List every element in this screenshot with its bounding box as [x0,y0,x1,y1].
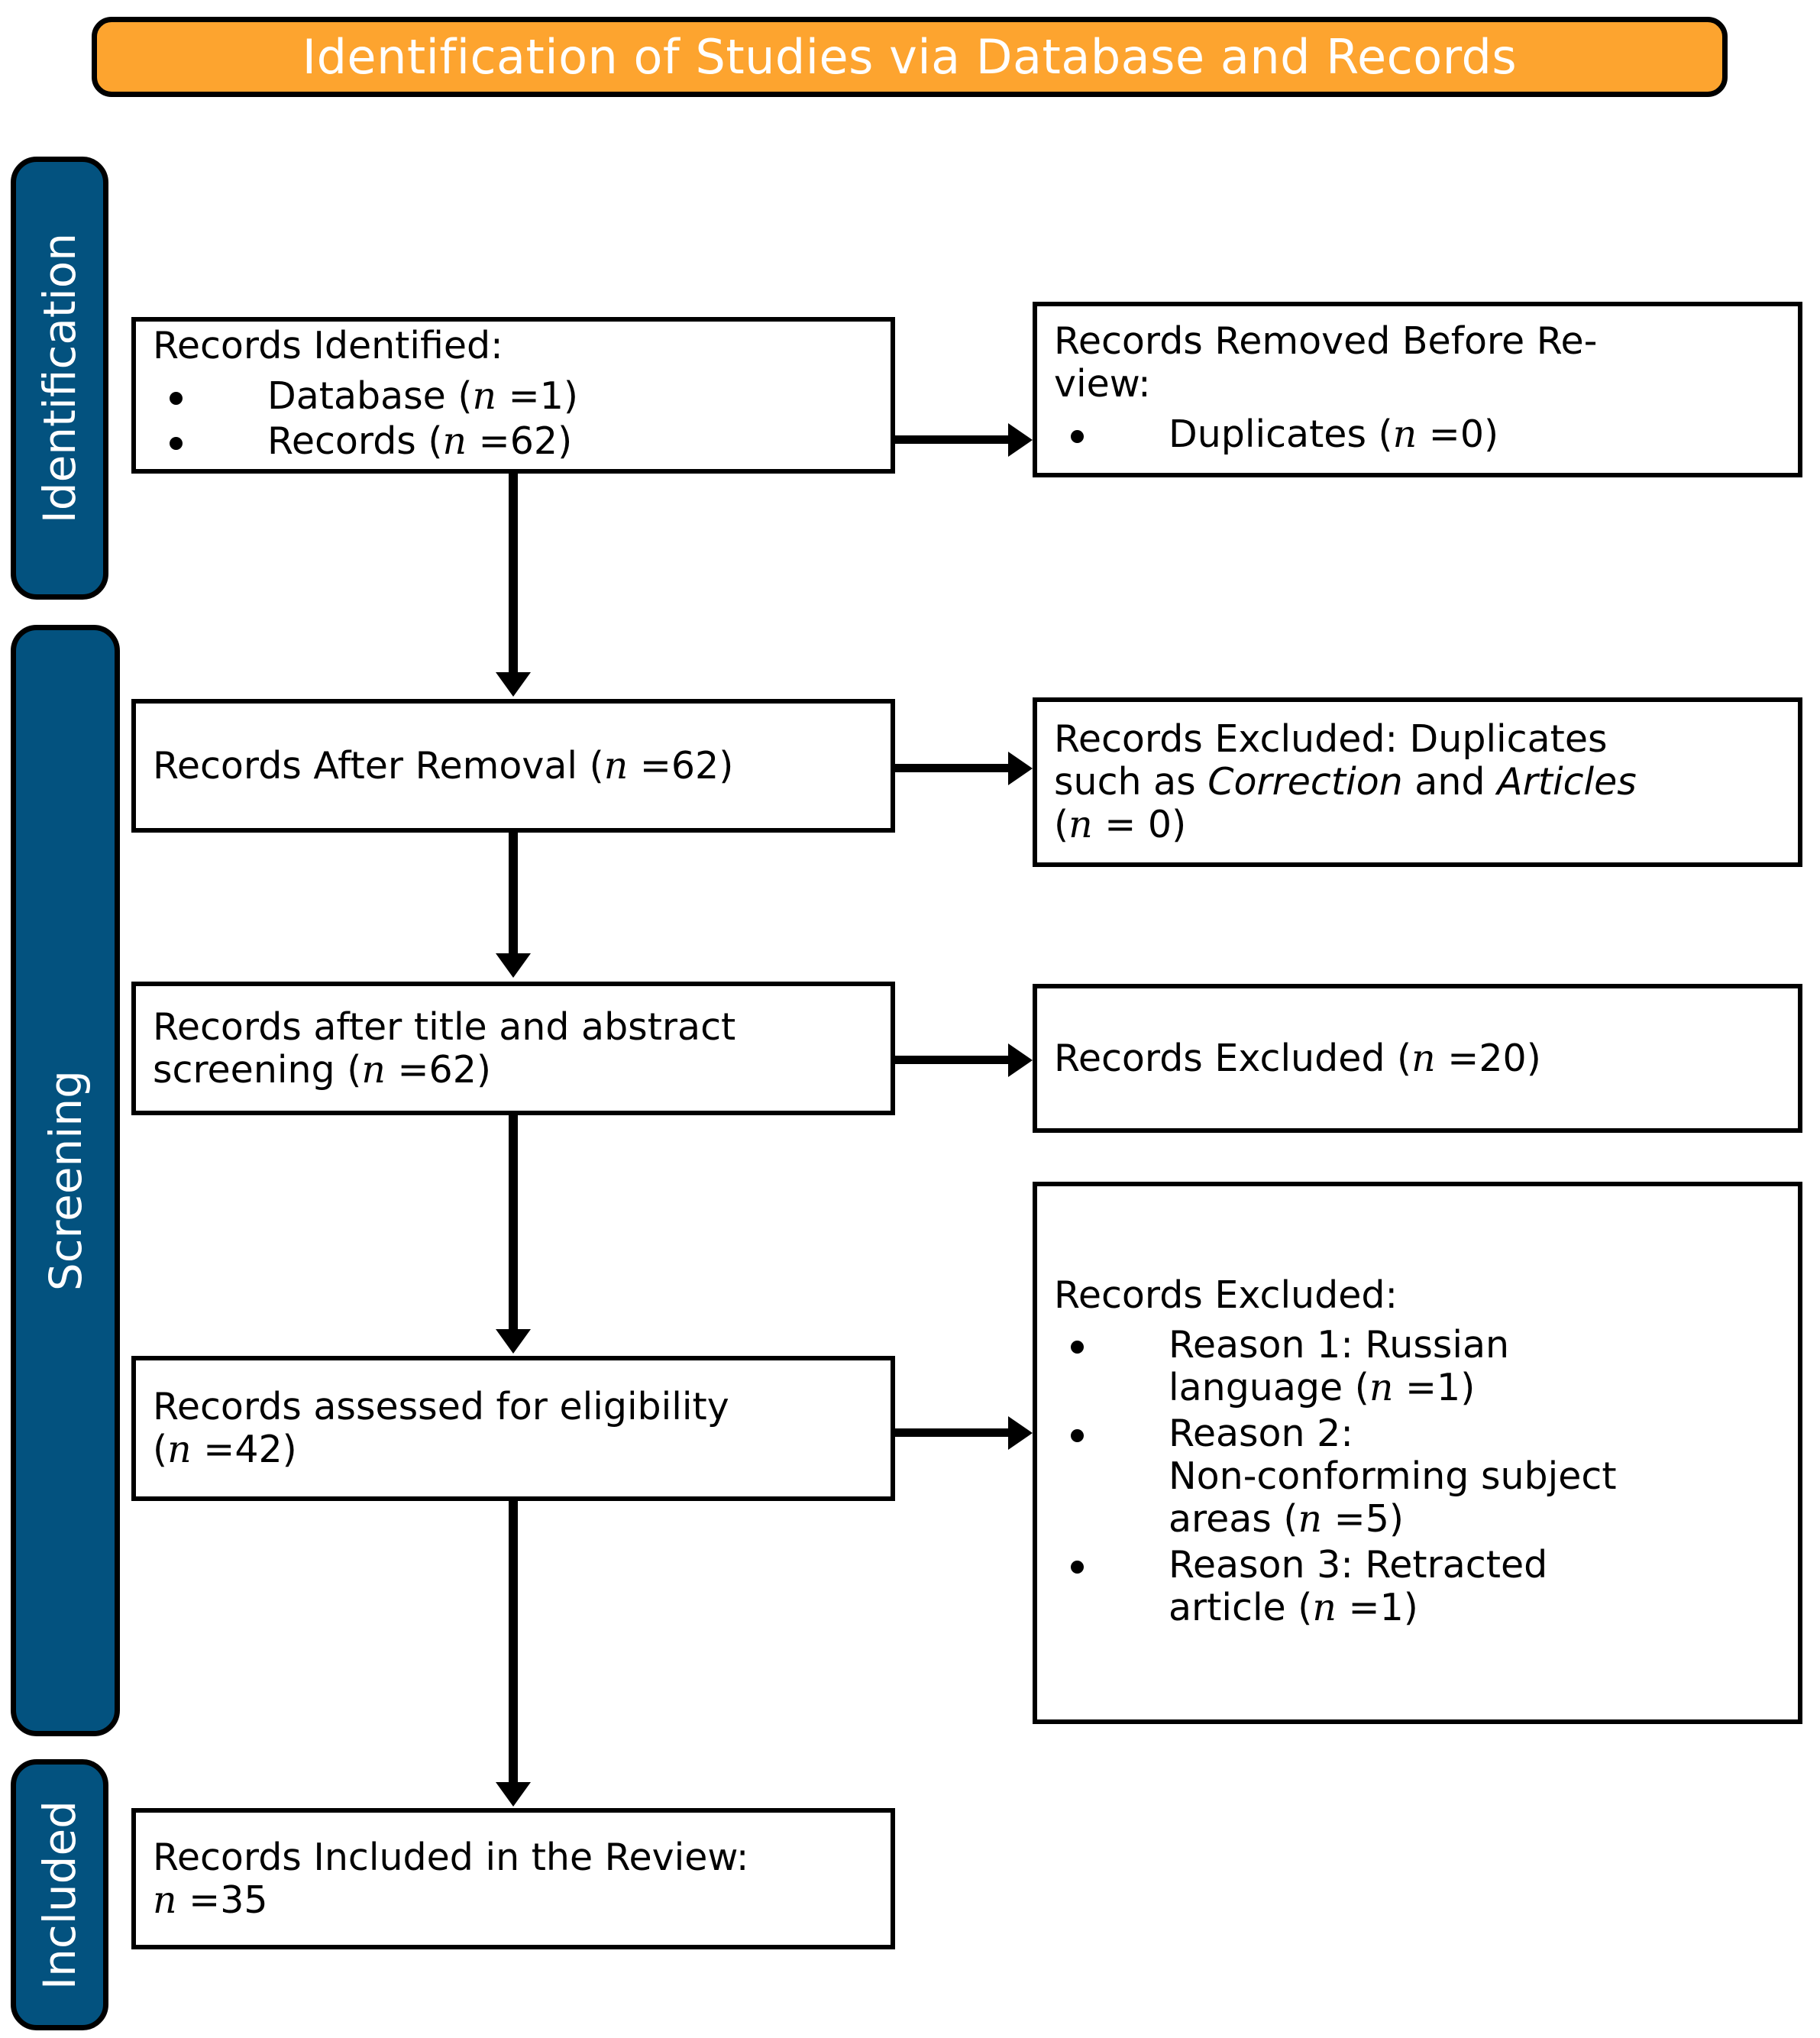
included-line1: Records Included in the Review: [153,1835,749,1879]
page-title: Identification of Studies via Database a… [302,29,1518,85]
reason2-line3: areas (n =5) [1169,1496,1404,1541]
records-removed-line1: Records Removed Before Re- [1054,319,1598,364]
reason1-line1: Reason 1: Russian [1169,1323,1510,1367]
reason2-line1: Reason 2: [1169,1412,1353,1456]
eligibility-line2: (n =42) [153,1428,297,1471]
arrow-title-abstract-to-excluded-20 [895,1056,1010,1064]
box-records-excluded-reasons: Records Excluded: Reason 1: Russian lang… [1033,1182,1802,1724]
list-item: Reason 3: Retracted article (n =1) [1054,1542,1781,1629]
arrow-eligibility-to-included [509,1501,518,1784]
records-removed-bullets: Duplicates (n =0) [1054,412,1781,459]
arrow-after-removal-to-excluded-duplicates [895,764,1010,772]
excluded-reasons-bullets: Reason 1: Russian language (n =1) Reason… [1054,1324,1781,1632]
arrow-identified-to-removed-before [895,435,1010,444]
stage-label-screening: Screening [11,625,120,1736]
title-abstract-line2: screening (n =62) [153,1047,492,1092]
excl-dup-italic-articles: Articles [1497,760,1637,804]
reason2-line2: Non-conforming subject [1169,1454,1617,1498]
list-item: Reason 1: Russian language (n =1) [1054,1324,1781,1409]
arrow-eligibility-to-excluded-reasons [895,1428,1010,1437]
excluded-duplicates-line3: (n = 0) [1054,802,1187,846]
reason1-line2: language (n =1) [1169,1366,1476,1410]
excl-dup-l2b: and [1402,760,1498,804]
box-records-removed-before-review: Records Removed Before Re- view: Duplica… [1033,302,1802,477]
stage-label-identification: Identification [11,157,108,600]
box-records-after-removal: Records After Removal (n =62) [131,699,895,833]
box-records-after-title-abstract-screening: Records after title and abstract screeni… [131,982,895,1115]
records-identified-title: Records Identified: [153,323,503,367]
list-item: Reason 2: Non-conforming subject areas (… [1054,1412,1781,1541]
stage-screening-text: Screening [39,1069,92,1292]
excluded-20-text: Records Excluded (n =20) [1054,1036,1541,1080]
header-banner: Identification of Studies via Database a… [92,17,1728,97]
excl-dup-l2a: such as [1054,760,1208,804]
arrow-identified-to-after-removal [509,474,518,674]
stage-included-text: Included [34,1800,86,1990]
title-abstract-line1: Records after title and abstract [153,1004,736,1049]
records-after-removal-text: Records After Removal (n =62) [153,743,734,788]
arrow-after-removal-to-title-abstract [509,833,518,955]
reason3-line2: article (n =1) [1169,1585,1418,1629]
box-records-identified: Records Identified: Database (n =1) Reco… [131,317,895,474]
excluded-duplicates-line1: Records Excluded: Duplicates [1054,717,1608,762]
excl-dup-italic-correction: Correction [1207,760,1403,804]
list-item: Records (n =62) [153,420,874,463]
list-item: Database (n =1) [153,374,874,418]
box-records-excluded-duplicates: Records Excluded: Duplicates such as Cor… [1033,697,1802,867]
reason3-line1: Reason 3: Retracted [1169,1542,1548,1587]
box-records-excluded-screening: Records Excluded (n =20) [1033,984,1802,1133]
included-line2: n =35 [153,1878,268,1922]
records-identified-bullets: Database (n =1) Records (n =62) [153,374,874,467]
list-item: Duplicates (n =0) [1054,412,1781,456]
stage-label-included: Included [11,1759,108,2030]
stage-identification-text: Identification [34,232,86,524]
box-records-included-in-review: Records Included in the Review: n =35 [131,1808,895,1949]
box-records-assessed-for-eligibility: Records assessed for eligibility (n =42) [131,1356,895,1501]
excluded-duplicates-line2: such as Correction and Articles [1054,761,1781,804]
eligibility-line1: Records assessed for eligibility [153,1385,729,1429]
excluded-reasons-title: Records Excluded: [1054,1273,1398,1317]
records-removed-line2: view: [1054,362,1151,406]
arrow-title-abstract-to-eligibility [509,1115,518,1331]
